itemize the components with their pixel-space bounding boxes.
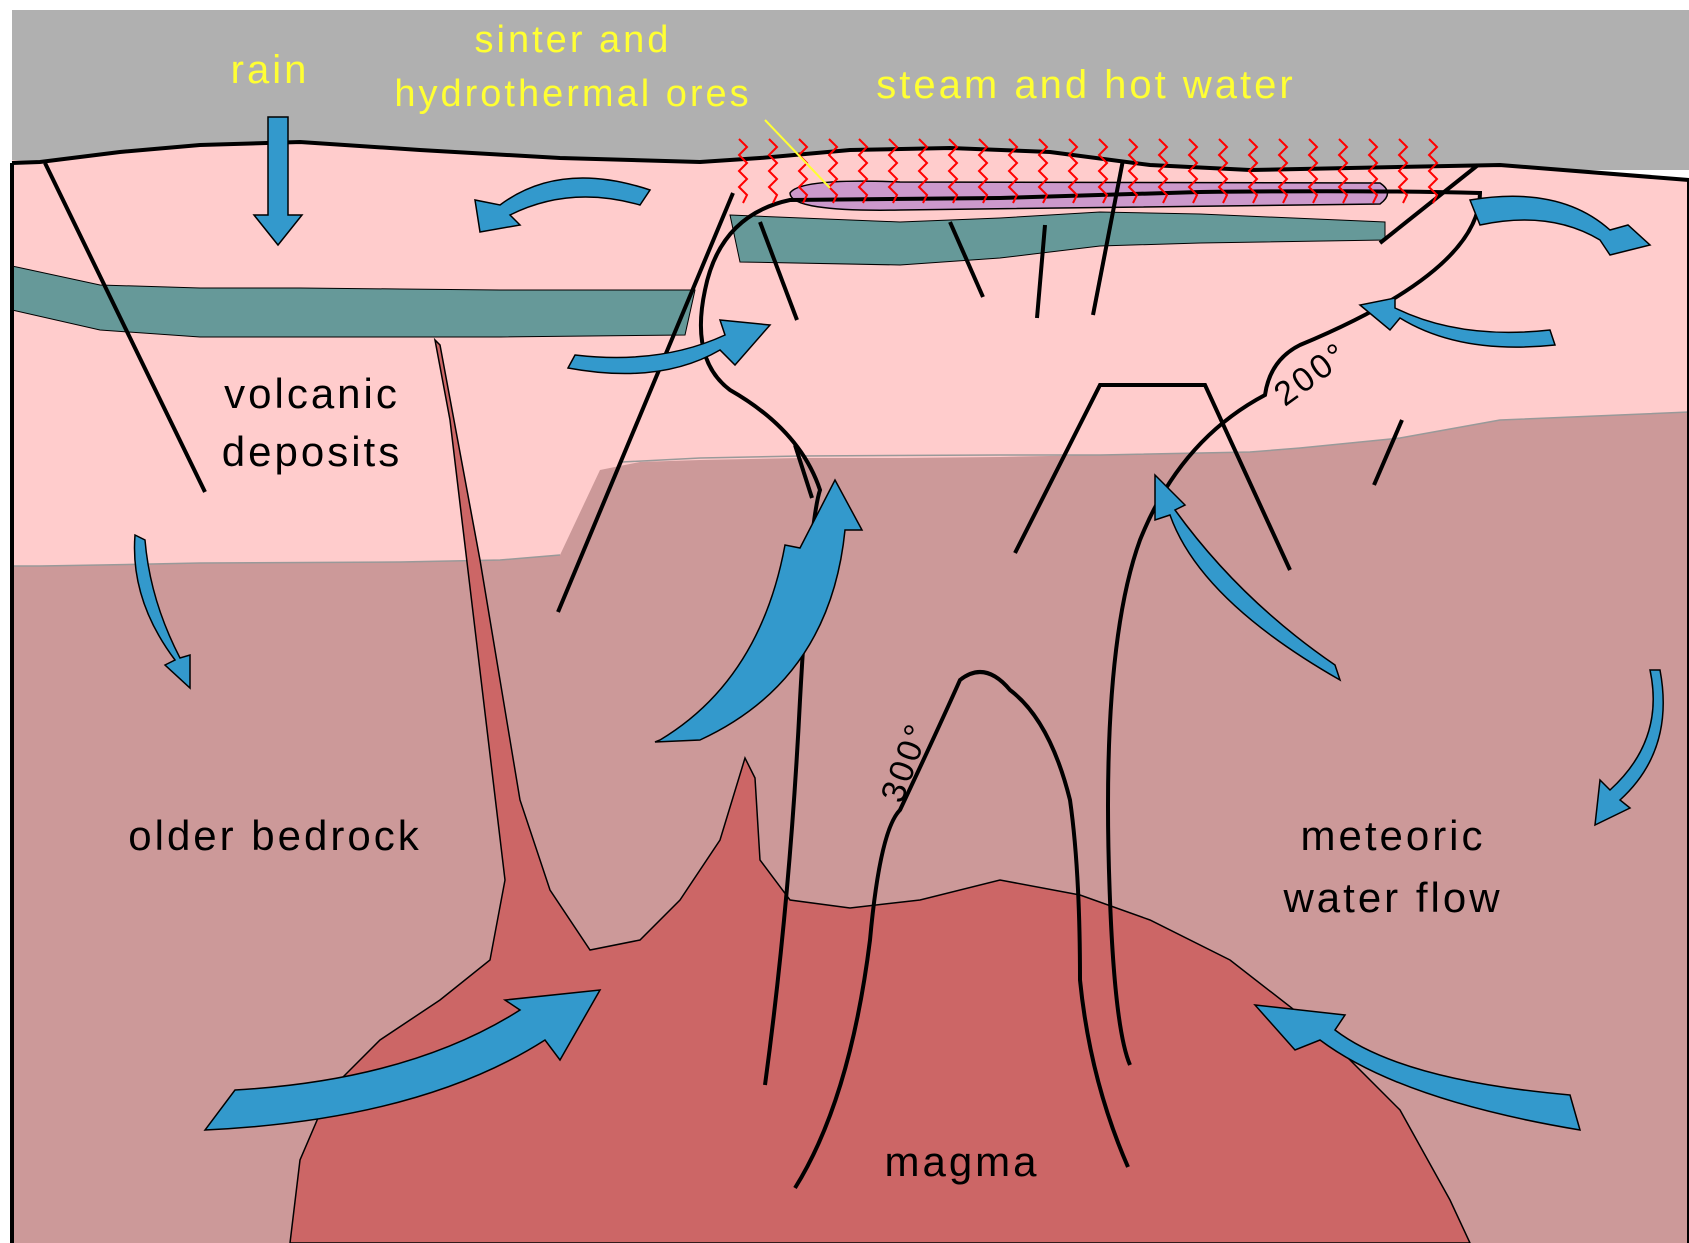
label-sinter: sinter and <box>475 19 672 61</box>
label-meteoric-line2: water flow <box>1282 874 1502 921</box>
label-sinter-line2: hydrothermal ores <box>394 73 751 115</box>
label-rain: rain <box>231 48 310 92</box>
label-volcanic-line2: deposits <box>222 428 402 475</box>
label-older-bedrock: older bedrock <box>128 812 421 859</box>
label-meteoric: meteoric <box>1300 812 1485 859</box>
label-magma: magma <box>884 1138 1039 1185</box>
label-volcanic: volcanic <box>224 370 400 417</box>
label-steam: steam and hot water <box>876 63 1295 107</box>
